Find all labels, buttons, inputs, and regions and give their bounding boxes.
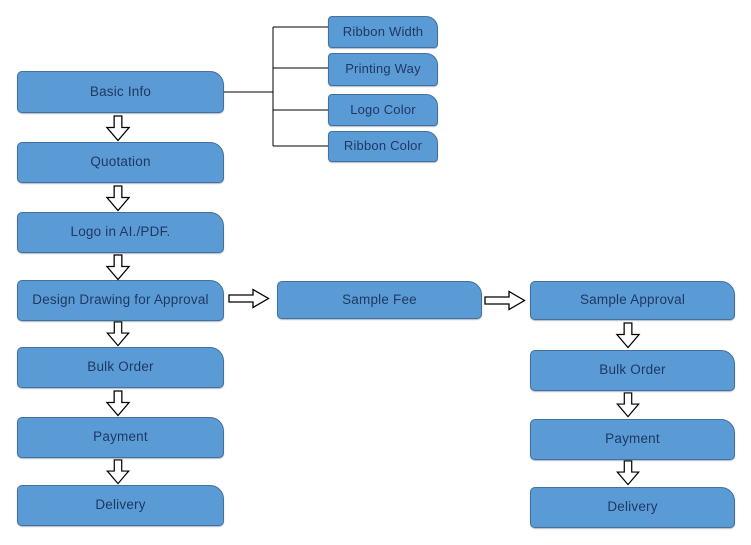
down-arrow-icon <box>106 459 130 485</box>
node-bulk-order-right: Bulk Order <box>530 350 735 391</box>
down-arrow-icon <box>616 392 640 418</box>
right-arrow-icon <box>228 288 270 309</box>
down-arrow-icon <box>105 390 131 417</box>
node-logo-color: Logo Color <box>328 94 438 126</box>
node-payment-left: Payment <box>17 417 224 458</box>
node-delivery-left: Delivery <box>17 485 224 526</box>
node-logo-ai-pdf: Logo in AI./PDF. <box>17 212 224 253</box>
down-arrow-icon <box>105 254 131 281</box>
node-sample-fee: Sample Fee <box>277 281 482 319</box>
node-ribbon-color: Ribbon Color <box>328 131 438 162</box>
node-sample-approval: Sample Approval <box>530 281 735 320</box>
node-ribbon-width: Ribbon Width <box>328 16 438 48</box>
node-design-drawing-for-approval: Design Drawing for Approval <box>17 280 224 321</box>
node-quotation: Quotation <box>17 142 224 183</box>
node-payment-right: Payment <box>530 419 735 460</box>
basic-info-bracket-connector <box>224 26 328 147</box>
down-arrow-icon <box>106 321 130 347</box>
down-arrow-icon <box>616 460 640 486</box>
down-arrow-icon <box>615 322 641 349</box>
node-bulk-order-left: Bulk Order <box>17 347 224 388</box>
node-delivery-right: Delivery <box>530 487 735 528</box>
down-arrow-icon <box>105 185 131 212</box>
node-printing-way: Printing Way <box>328 53 438 86</box>
down-arrow-icon <box>105 115 131 142</box>
right-arrow-icon <box>484 290 526 311</box>
node-basic-info: Basic Info <box>17 71 224 113</box>
